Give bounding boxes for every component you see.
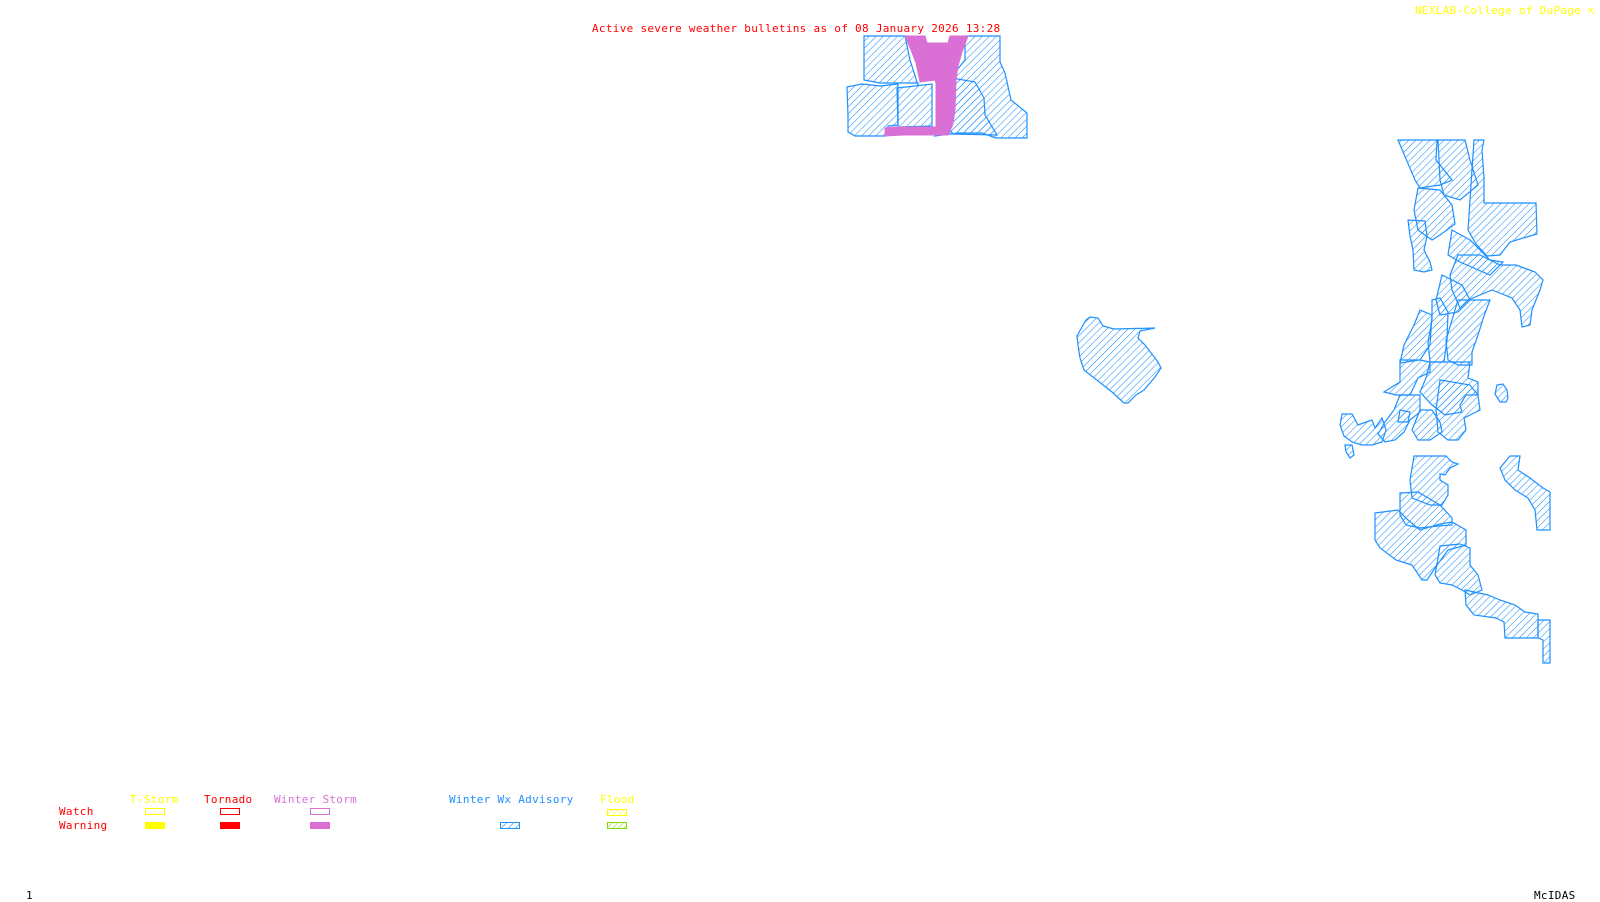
advisory-zone bbox=[1467, 139, 1538, 257]
advisory-zone bbox=[1397, 409, 1411, 423]
advisory-zone bbox=[1499, 455, 1551, 531]
advisory-zone bbox=[1445, 299, 1491, 366]
legend-label-flood: Flood bbox=[600, 793, 635, 806]
advisory-zone bbox=[1411, 409, 1443, 441]
legend-tstorm-warning-swatch bbox=[145, 822, 165, 829]
advisory-zone bbox=[1437, 139, 1479, 201]
legend-flood-watch-swatch bbox=[607, 809, 627, 816]
advisory-zone bbox=[1537, 619, 1551, 664]
legend-tstorm-watch-swatch bbox=[145, 808, 165, 815]
legend-flood-warning-swatch bbox=[607, 822, 627, 829]
legend-tornado-watch-swatch bbox=[220, 808, 240, 815]
advisory-area-central-east bbox=[1076, 316, 1162, 404]
advisory-zone bbox=[1464, 589, 1539, 639]
advisory-zone bbox=[1382, 359, 1431, 396]
legend-row-label-watch: Watch bbox=[59, 805, 94, 818]
legend-winter-storm-warning-swatch bbox=[310, 822, 330, 829]
legend-label-winter-storm: Winter Storm bbox=[274, 793, 358, 806]
advisory-area-east-upper bbox=[1339, 139, 1544, 459]
advisory-zone bbox=[1399, 309, 1433, 364]
legend-label-tornado: Tornado bbox=[204, 793, 253, 806]
advisory-zone bbox=[1407, 219, 1433, 273]
advisory-zone bbox=[846, 83, 899, 137]
frame-number: 1 bbox=[26, 889, 33, 902]
legend-winter-storm-watch-swatch bbox=[310, 808, 330, 815]
advisory-zone bbox=[1339, 413, 1387, 446]
winter-storm-warning-area bbox=[884, 35, 969, 137]
advisory-zone bbox=[1344, 444, 1355, 459]
legend-winter-wx-advisory-swatch bbox=[500, 822, 520, 829]
advisory-area-east-lower bbox=[1374, 455, 1551, 664]
advisory-zone bbox=[1434, 543, 1483, 596]
map-title: Active severe weather bulletins as of 08… bbox=[592, 22, 1001, 35]
advisory-area-north-central bbox=[846, 35, 1028, 139]
advisory-zone bbox=[896, 83, 933, 128]
software-label: McIDAS bbox=[1534, 889, 1576, 902]
advisory-zone bbox=[1435, 379, 1481, 441]
credit-text: NEXLAB-College of DuPage bbox=[1415, 4, 1582, 17]
credit-label: NEXLAB-College of DuPage ⇱ bbox=[1415, 5, 1595, 16]
legend-label-tstorm: T-Storm bbox=[130, 793, 179, 806]
legend-row-label-warning: Warning bbox=[59, 819, 108, 832]
advisory-zone bbox=[1494, 383, 1509, 403]
advisory-zone bbox=[863, 35, 919, 86]
legend-tornado-warning-swatch bbox=[220, 822, 240, 829]
corner-arrow-icon: ⇱ bbox=[1588, 4, 1596, 17]
legend-label-winter-wx-advisory: Winter Wx Advisory bbox=[449, 793, 574, 806]
